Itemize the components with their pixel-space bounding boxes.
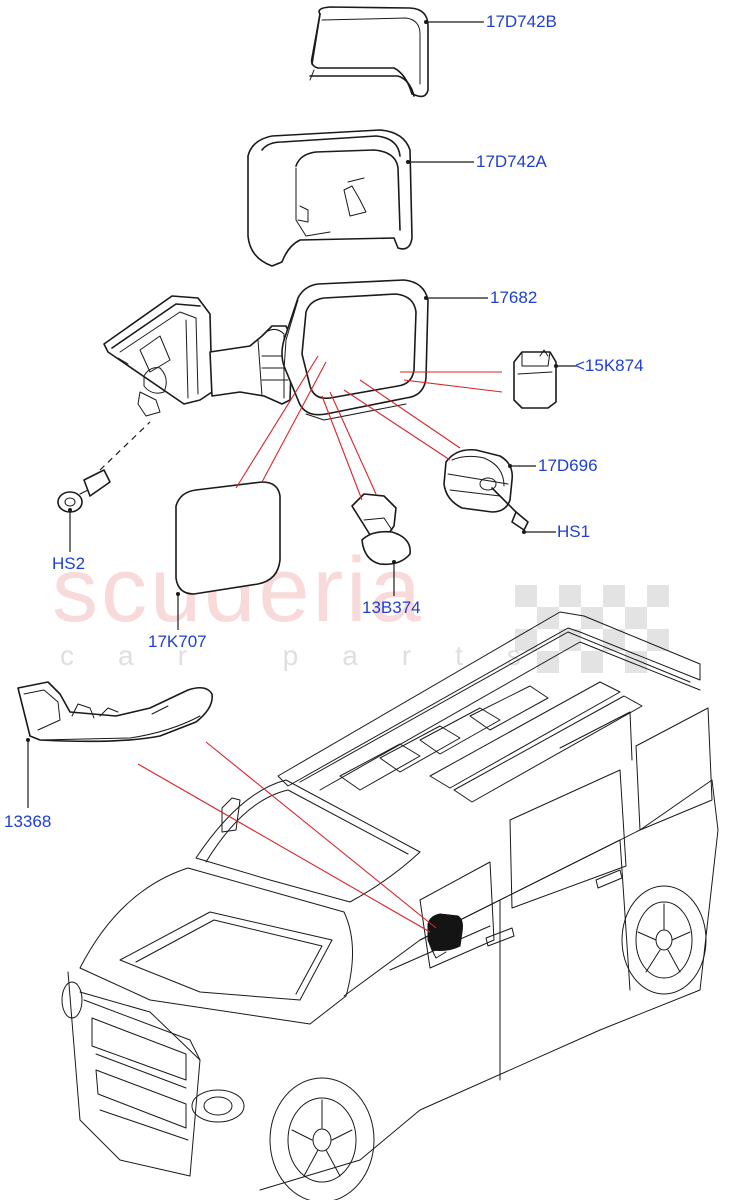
- checkered-flag-watermark: [515, 585, 669, 673]
- label-HS2[interactable]: HS2: [52, 554, 86, 573]
- mirror-housing-cover: [247, 129, 413, 267]
- clip-15K874: [513, 349, 557, 409]
- mirror-base-assembly: [103, 295, 293, 417]
- label-13B374[interactable]: 13B374: [362, 598, 421, 617]
- vehicle-outline: [61, 611, 719, 1200]
- mirror-cover-small: [309, 6, 429, 98]
- mirror-glass-housing: [281, 279, 429, 421]
- label-17D742B[interactable]: 17D742B: [486, 12, 557, 31]
- mirror-glass: [175, 481, 281, 595]
- label-15K874[interactable]: <15K874: [575, 356, 644, 375]
- label-17D696[interactable]: 17D696: [538, 456, 598, 475]
- puddle-lamp: [351, 493, 411, 566]
- leader-lines: [26, 20, 576, 808]
- label-17D742A[interactable]: 17D742A: [476, 152, 547, 171]
- label-17K707[interactable]: 17K707: [148, 632, 207, 651]
- label-HS1[interactable]: HS1: [557, 522, 591, 541]
- mirror-motor: [443, 448, 529, 531]
- callout-lines: [137, 355, 503, 933]
- side-indicator-lamp: [17, 681, 213, 743]
- label-17682[interactable]: 17682: [490, 288, 538, 307]
- screw-HS2: [57, 421, 151, 513]
- label-13368[interactable]: 13368: [4, 812, 52, 831]
